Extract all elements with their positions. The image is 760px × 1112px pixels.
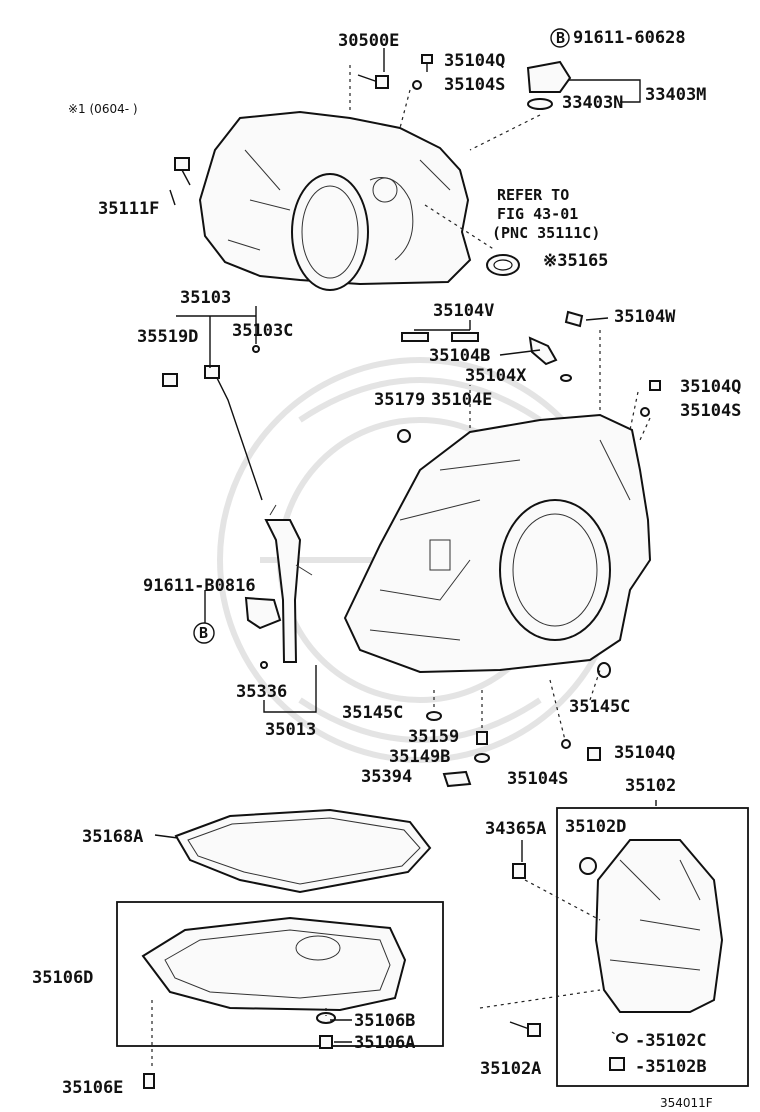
oil-seal-35165 <box>486 254 520 276</box>
label-91611-60628: 91611-60628 <box>573 28 686 48</box>
bolt-35102a <box>509 1021 541 1037</box>
bolt-35111f <box>174 157 191 186</box>
figure-id: 354011F <box>660 1096 713 1110</box>
refer-line-1: REFER TO <box>497 186 569 204</box>
label-35102b: -35102B <box>635 1057 707 1077</box>
dipstick-assembly <box>162 345 313 669</box>
label-35394: 35394 <box>361 767 412 787</box>
label-35102: 35102 <box>625 776 676 796</box>
label-35102a: 35102A <box>480 1059 541 1079</box>
label-35104q-mid: 35104Q <box>680 377 741 397</box>
label-35104q-top: 35104Q <box>444 51 505 71</box>
label-35102d: 35102D <box>565 817 626 837</box>
label-35111f: 35111F <box>98 199 159 219</box>
label-35165: ※35165 <box>543 251 608 271</box>
bolt-34365a <box>512 863 526 879</box>
label-35106d: 35106D <box>32 968 93 988</box>
label-33403m: 33403M <box>645 85 706 105</box>
oil-pan <box>141 916 407 1089</box>
label-35104e: 35104E <box>431 390 492 410</box>
small-parts-middle <box>397 310 661 788</box>
label-35104v: 35104V <box>433 301 494 321</box>
label-35168a: 35168A <box>82 827 143 847</box>
label-35106e: 35106E <box>62 1078 123 1098</box>
b-marker-mid-icon <box>193 622 215 644</box>
label-35104b: 35104B <box>429 346 490 366</box>
label-35104s-top: 35104S <box>444 75 505 95</box>
extension-housing-group-frame <box>556 807 749 1087</box>
label-35159: 35159 <box>408 727 459 747</box>
label-35104x: 35104X <box>465 366 527 386</box>
b-marker-top-label: B <box>556 29 565 47</box>
label-35102c: -35102C <box>635 1031 707 1051</box>
transaxle-case <box>343 413 652 674</box>
oil-pan-gasket <box>174 808 432 894</box>
part-labels: ※1 (0604- ) B B 30500E 35104Q 35104S 916… <box>32 28 741 1110</box>
leader-lines <box>154 48 657 1043</box>
label-35149b: 35149B <box>389 747 450 767</box>
bolt-30500e <box>357 74 389 89</box>
oil-pan-group-frame <box>116 901 444 1047</box>
label-30500e: 30500E <box>338 31 399 51</box>
label-35013: 35013 <box>265 720 316 740</box>
converter-housing <box>198 110 472 291</box>
washer-35104s-top <box>412 80 422 90</box>
refer-line-2: FIG 43-01 <box>497 205 578 223</box>
label-35104s-mid: 35104S <box>680 401 741 421</box>
label-35145c-right: 35145C <box>569 697 630 717</box>
label-35519d: 35519D <box>137 327 198 347</box>
label-91611-b0816: 91611-B0816 <box>143 576 256 596</box>
b-marker-mid-label: B <box>199 624 208 642</box>
label-35104w: 35104W <box>614 307 676 327</box>
label-35106b: 35106B <box>354 1011 415 1031</box>
extension-housing <box>579 839 724 1071</box>
label-35103: 35103 <box>180 288 231 308</box>
label-33403n: 33403N <box>562 93 623 113</box>
label-35179: 35179 <box>374 390 425 410</box>
note-text: ※1 (0604- ) <box>68 102 138 116</box>
label-35106a: 35106A <box>354 1033 415 1053</box>
b-marker-top-icon <box>550 28 570 48</box>
sensor-33403m <box>526 60 572 110</box>
label-35145c-left: 35145C <box>342 703 403 723</box>
refer-line-3: (PNC 35111C) <box>492 224 600 242</box>
label-35103c: 35103C <box>232 321 293 341</box>
label-34365a: 34365A <box>485 819 546 839</box>
label-35104q-low: 35104Q <box>614 743 675 763</box>
bolt-35104q-top <box>421 54 433 72</box>
label-35104s-low: 35104S <box>507 769 568 789</box>
label-35336: 35336 <box>236 682 287 702</box>
